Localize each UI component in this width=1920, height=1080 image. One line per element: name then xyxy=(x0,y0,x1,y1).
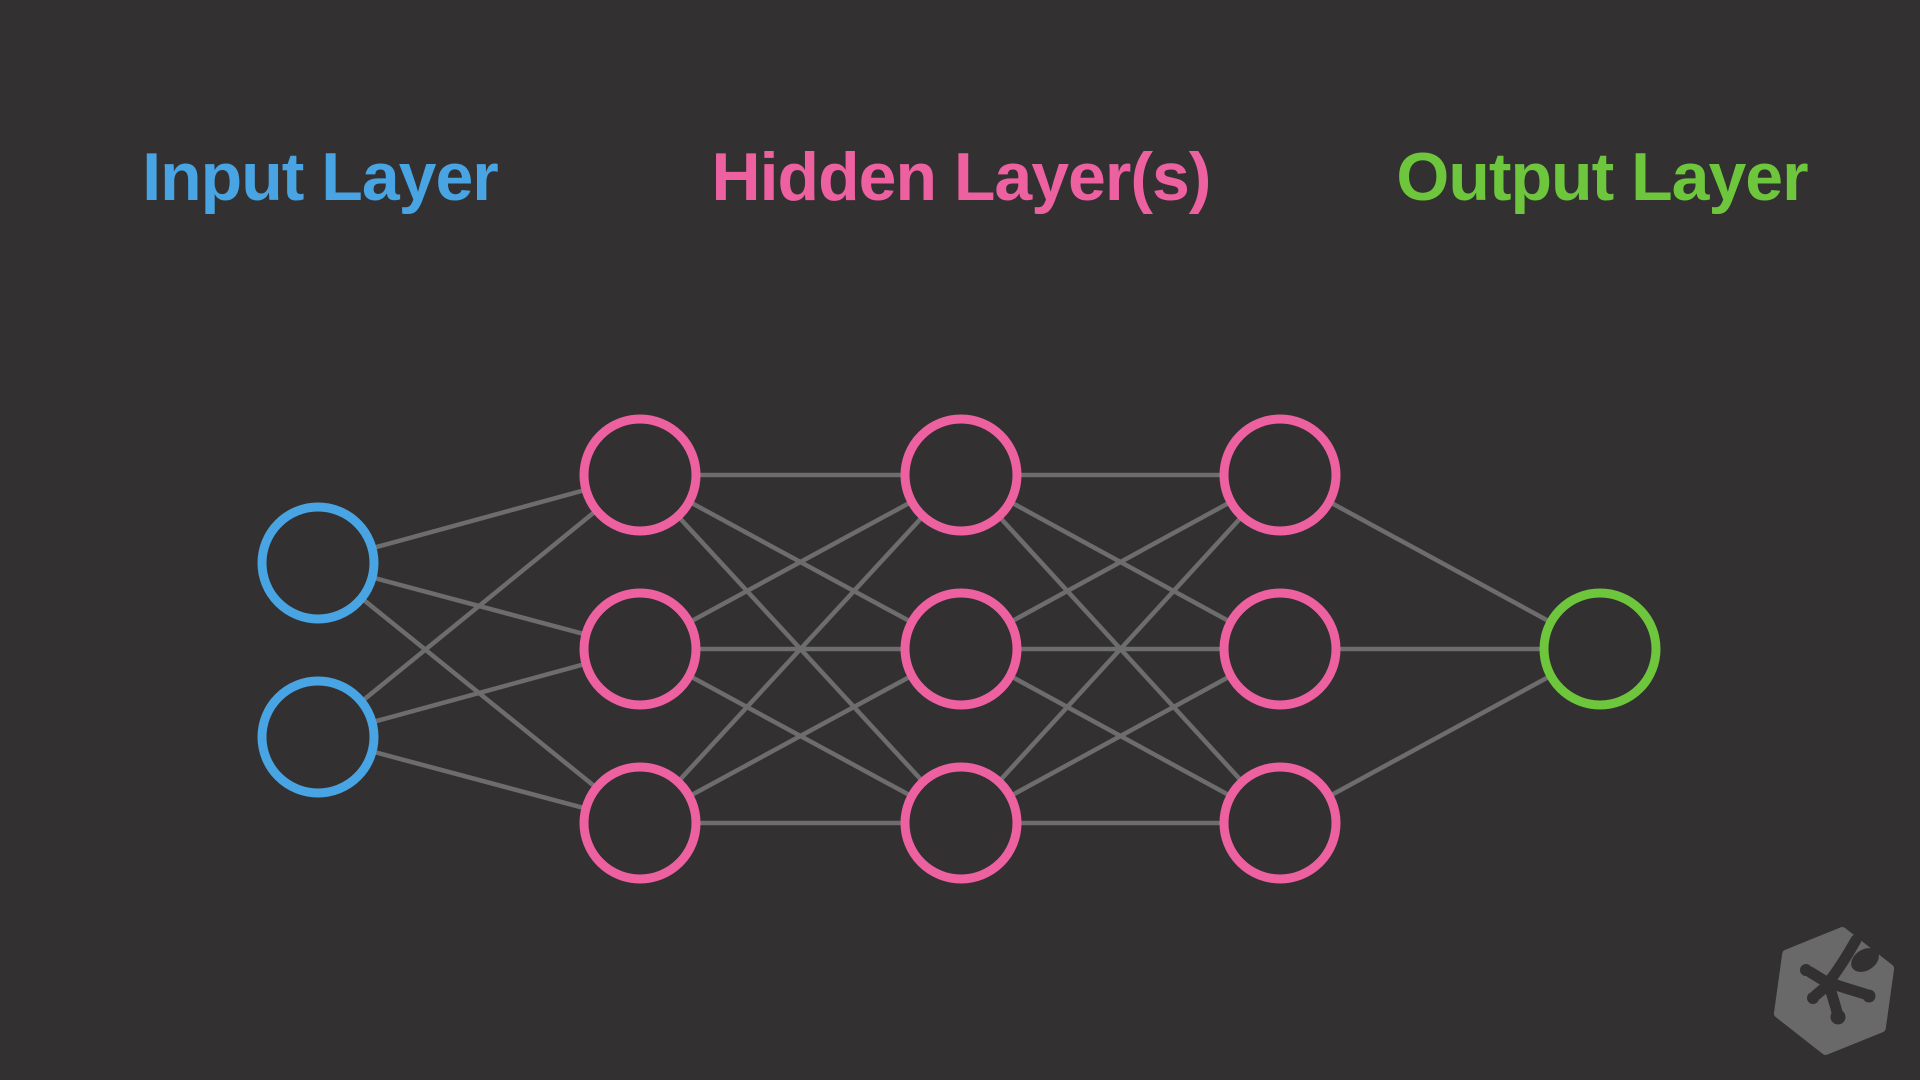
edge-hidden-2-3-to-hidden-3-2 xyxy=(959,647,1282,825)
hidden-3-node-3 xyxy=(1219,762,1341,884)
hidden-1-node-3 xyxy=(579,762,701,884)
edge-hidden-1-2-to-hidden-2-1 xyxy=(638,473,963,651)
edge-hidden-2-2-to-hidden-3-1 xyxy=(959,473,1282,651)
edge-hidden-3-1-to-output-1 xyxy=(1278,473,1602,651)
input-layer-label: Input Layer xyxy=(142,139,498,215)
edge-hidden-1-3-to-hidden-2-2 xyxy=(638,647,963,825)
edge-input-2-to-hidden-1-1 xyxy=(316,473,642,739)
hidden-2-node-2 xyxy=(900,588,1022,710)
edge-hidden-2-3-to-hidden-3-1 xyxy=(959,473,1282,825)
neuron-nodes xyxy=(257,414,1661,884)
hidden-3-node-1 xyxy=(1219,414,1341,536)
input-node-2 xyxy=(257,676,379,798)
hidden-layer-label: Hidden Layer(s) xyxy=(712,139,1211,215)
edge-hidden-1-3-to-hidden-2-1 xyxy=(638,473,963,825)
logo-branch-knobs xyxy=(1800,948,1879,1025)
output-layer-label: Output Layer xyxy=(1396,139,1808,215)
treehouse-logo-icon xyxy=(1773,927,1895,1055)
hidden-1-node-2 xyxy=(579,588,701,710)
edge-hidden-3-3-to-output-1 xyxy=(1278,647,1602,825)
hidden-2-node-3 xyxy=(900,762,1022,884)
hidden-1-node-1 xyxy=(579,414,701,536)
input-node-1 xyxy=(257,502,379,624)
hidden-3-node-2 xyxy=(1219,588,1341,710)
output-node-1 xyxy=(1539,588,1661,710)
hidden-2-node-1 xyxy=(900,414,1022,536)
